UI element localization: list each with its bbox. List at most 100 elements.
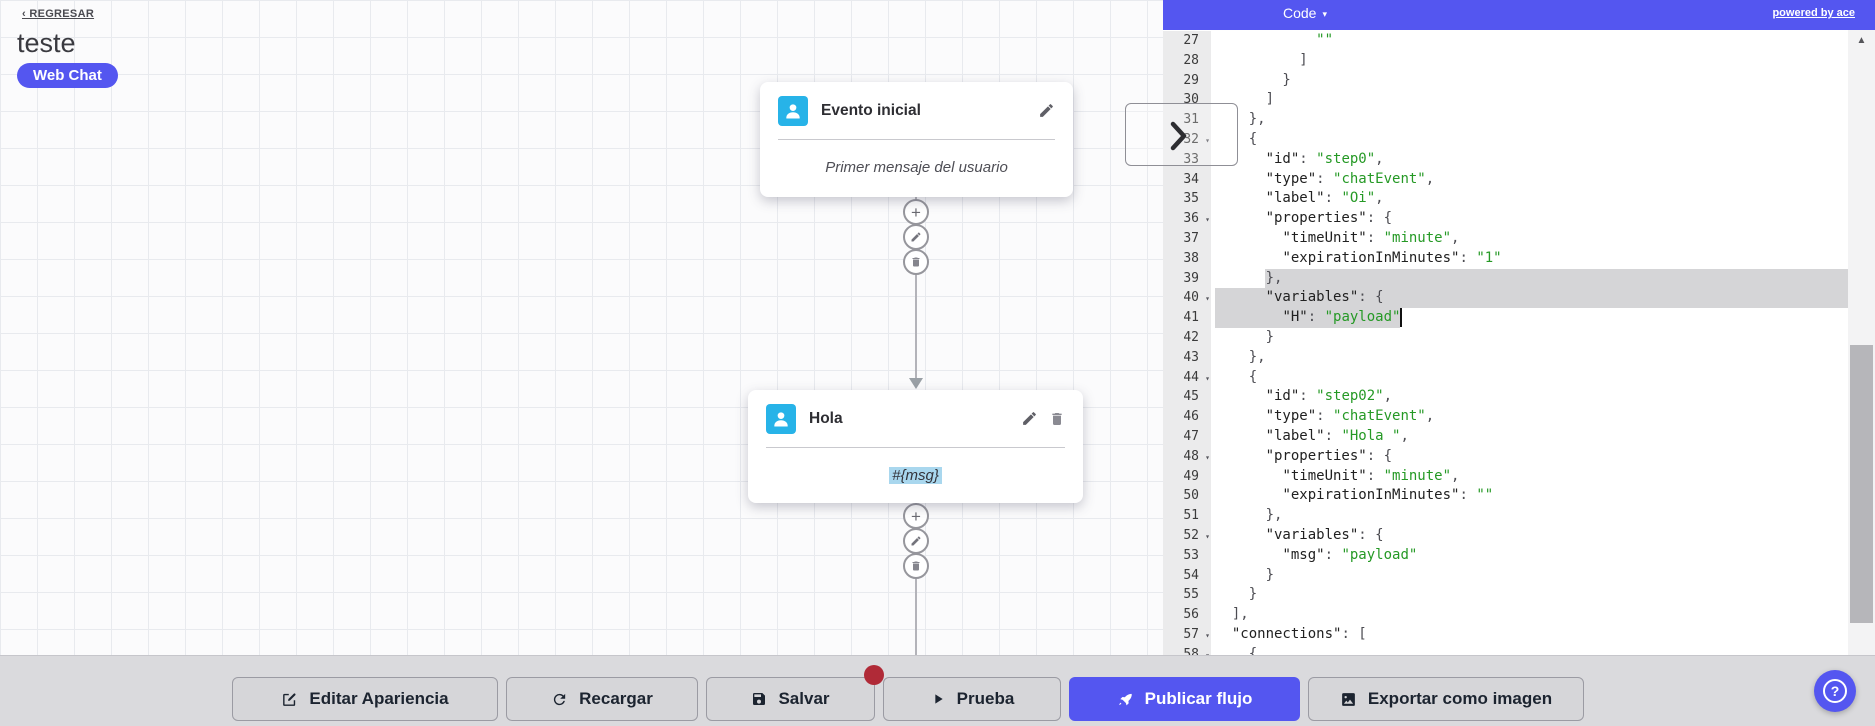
code-line[interactable]: 58▾ { — [1163, 644, 1848, 655]
code-line[interactable]: 52▾ "variables": { — [1163, 525, 1848, 546]
play-icon — [935, 694, 943, 704]
line-number[interactable]: 54 — [1163, 565, 1211, 586]
line-number[interactable]: 50 — [1163, 486, 1211, 507]
code-line[interactable]: 54 } — [1163, 565, 1848, 586]
edit-connection-button[interactable] — [903, 528, 929, 554]
export-image-button[interactable]: Exportar como imagen — [1308, 677, 1584, 721]
collapse-editor-button[interactable] — [1125, 103, 1238, 166]
line-number[interactable]: 44▾ — [1163, 367, 1211, 388]
scrollbar-thumb[interactable] — [1850, 345, 1873, 623]
code-line[interactable]: 48▾ "properties": { — [1163, 446, 1848, 467]
code-line[interactable]: 31 }, — [1163, 110, 1848, 130]
flow-node-evento-inicial[interactable]: Evento inicial Primer mensaje del usuari… — [760, 82, 1073, 197]
code-line[interactable]: 50 "expirationInMinutes": "" — [1163, 486, 1848, 507]
code-line[interactable]: 46 "type": "chatEvent", — [1163, 407, 1848, 427]
line-number[interactable]: 42 — [1163, 327, 1211, 348]
line-number[interactable]: 46 — [1163, 407, 1211, 427]
help-button[interactable]: ? — [1814, 670, 1856, 712]
selection-highlight — [1215, 308, 1400, 328]
line-number[interactable]: 41 — [1163, 308, 1211, 328]
line-number[interactable]: 53 — [1163, 545, 1211, 566]
pencil-icon[interactable] — [1038, 102, 1055, 119]
editor-scrollbar[interactable]: ▲ — [1848, 30, 1875, 655]
delete-connection-button[interactable] — [903, 249, 929, 275]
save-button[interactable]: Salvar — [706, 677, 875, 721]
line-number[interactable]: 48▾ — [1163, 446, 1211, 467]
line-number[interactable]: 45 — [1163, 387, 1211, 408]
edit-square-icon — [283, 692, 296, 706]
code-line[interactable]: 35 "label": "Oi", — [1163, 189, 1848, 210]
line-number[interactable]: 43 — [1163, 347, 1211, 368]
code-line[interactable]: 41 "H": "payload" — [1163, 308, 1848, 328]
edit-appearance-button[interactable]: Editar Apariencia — [232, 677, 498, 721]
line-number[interactable]: 47 — [1163, 426, 1211, 447]
add-step-button[interactable]: + — [903, 199, 929, 225]
powered-by-ace-link[interactable]: powered by ace — [1772, 7, 1855, 19]
fold-caret-icon[interactable]: ▾ — [1205, 452, 1210, 462]
code-line[interactable]: 37 "timeUnit": "minute", — [1163, 228, 1848, 249]
publish-flow-button[interactable]: Publicar flujo — [1069, 677, 1300, 721]
code-line[interactable]: 49 "timeUnit": "minute", — [1163, 466, 1848, 487]
fold-caret-icon[interactable]: ▾ — [1205, 630, 1210, 640]
code-line[interactable]: 56 ], — [1163, 605, 1848, 625]
line-number[interactable]: 29 — [1163, 70, 1211, 91]
code-line[interactable]: 27 "" — [1163, 31, 1848, 51]
line-number[interactable]: 55 — [1163, 585, 1211, 606]
reload-button[interactable]: Recargar — [506, 677, 698, 721]
line-number[interactable]: 27 — [1163, 31, 1211, 51]
code-line[interactable]: 28 ] — [1163, 50, 1848, 71]
fold-caret-icon[interactable]: ▾ — [1205, 646, 1210, 655]
code-line[interactable]: 39 }, — [1163, 268, 1848, 289]
line-number[interactable]: 28 — [1163, 50, 1211, 71]
scroll-up-icon[interactable]: ▲ — [1856, 35, 1867, 46]
code-line[interactable]: 45 "id": "step02", — [1163, 387, 1848, 408]
code-line[interactable]: 57▾ "connections": [ — [1163, 624, 1848, 645]
line-number[interactable]: 35 — [1163, 189, 1211, 210]
back-link[interactable]: ‹ REGRESAR — [22, 8, 95, 20]
line-number[interactable]: 52▾ — [1163, 525, 1211, 546]
code-line[interactable]: 29 } — [1163, 70, 1848, 91]
line-number[interactable]: 36▾ — [1163, 209, 1211, 229]
line-number[interactable]: 39 — [1163, 268, 1211, 289]
fold-caret-icon[interactable]: ▾ — [1205, 135, 1210, 145]
code-line[interactable]: 43 }, — [1163, 347, 1848, 368]
line-number[interactable]: 56 — [1163, 605, 1211, 625]
code-line[interactable]: 33 "id": "step0", — [1163, 149, 1848, 170]
test-button[interactable]: Prueba — [883, 677, 1061, 721]
trash-icon[interactable] — [1049, 411, 1065, 427]
pencil-icon[interactable] — [1021, 410, 1038, 427]
line-number[interactable]: 37 — [1163, 228, 1211, 249]
code-line[interactable]: 42 } — [1163, 327, 1848, 348]
code-line[interactable]: 40▾ "variables": { — [1163, 288, 1848, 309]
line-number[interactable]: 58▾ — [1163, 644, 1211, 655]
fold-caret-icon[interactable]: ▾ — [1205, 531, 1210, 541]
add-step-button[interactable]: + — [903, 503, 929, 529]
code-editor[interactable]: 27 ""28 ]29 }30 ]31 },32▾ {33 "id": "ste… — [1163, 30, 1875, 655]
fold-caret-icon[interactable]: ▾ — [1205, 373, 1210, 383]
fold-caret-icon[interactable]: ▾ — [1205, 215, 1210, 225]
line-number[interactable]: 49 — [1163, 466, 1211, 487]
code-line[interactable]: 36▾ "properties": { — [1163, 209, 1848, 229]
line-number[interactable]: 51 — [1163, 506, 1211, 526]
edit-connection-button[interactable] — [903, 224, 929, 250]
mode-dropdown[interactable]: Code▾ — [1283, 5, 1327, 21]
text-cursor — [1399, 308, 1402, 328]
flow-node-hola[interactable]: Hola #{msg} — [748, 390, 1083, 503]
code-line[interactable]: 30 ] — [1163, 90, 1848, 111]
line-number[interactable]: 33 — [1163, 149, 1211, 170]
delete-connection-button[interactable] — [903, 553, 929, 579]
line-number[interactable]: 38 — [1163, 248, 1211, 269]
code-line[interactable]: 38 "expirationInMinutes": "1" — [1163, 248, 1848, 269]
code-line[interactable]: 32▾ { — [1163, 129, 1848, 150]
variable-chip: #{msg} — [889, 467, 942, 484]
code-line[interactable]: 34 "type": "chatEvent", — [1163, 169, 1848, 190]
code-line[interactable]: 55 } — [1163, 585, 1848, 606]
code-line[interactable]: 51 }, — [1163, 506, 1848, 526]
code-line[interactable]: 47 "label": "Hola ", — [1163, 426, 1848, 447]
fold-caret-icon[interactable]: ▾ — [1205, 294, 1210, 304]
code-line[interactable]: 44▾ { — [1163, 367, 1848, 388]
line-number[interactable]: 40▾ — [1163, 288, 1211, 309]
code-line[interactable]: 53 "msg": "payload" — [1163, 545, 1848, 566]
line-number[interactable]: 34 — [1163, 169, 1211, 190]
line-number[interactable]: 57▾ — [1163, 624, 1211, 645]
